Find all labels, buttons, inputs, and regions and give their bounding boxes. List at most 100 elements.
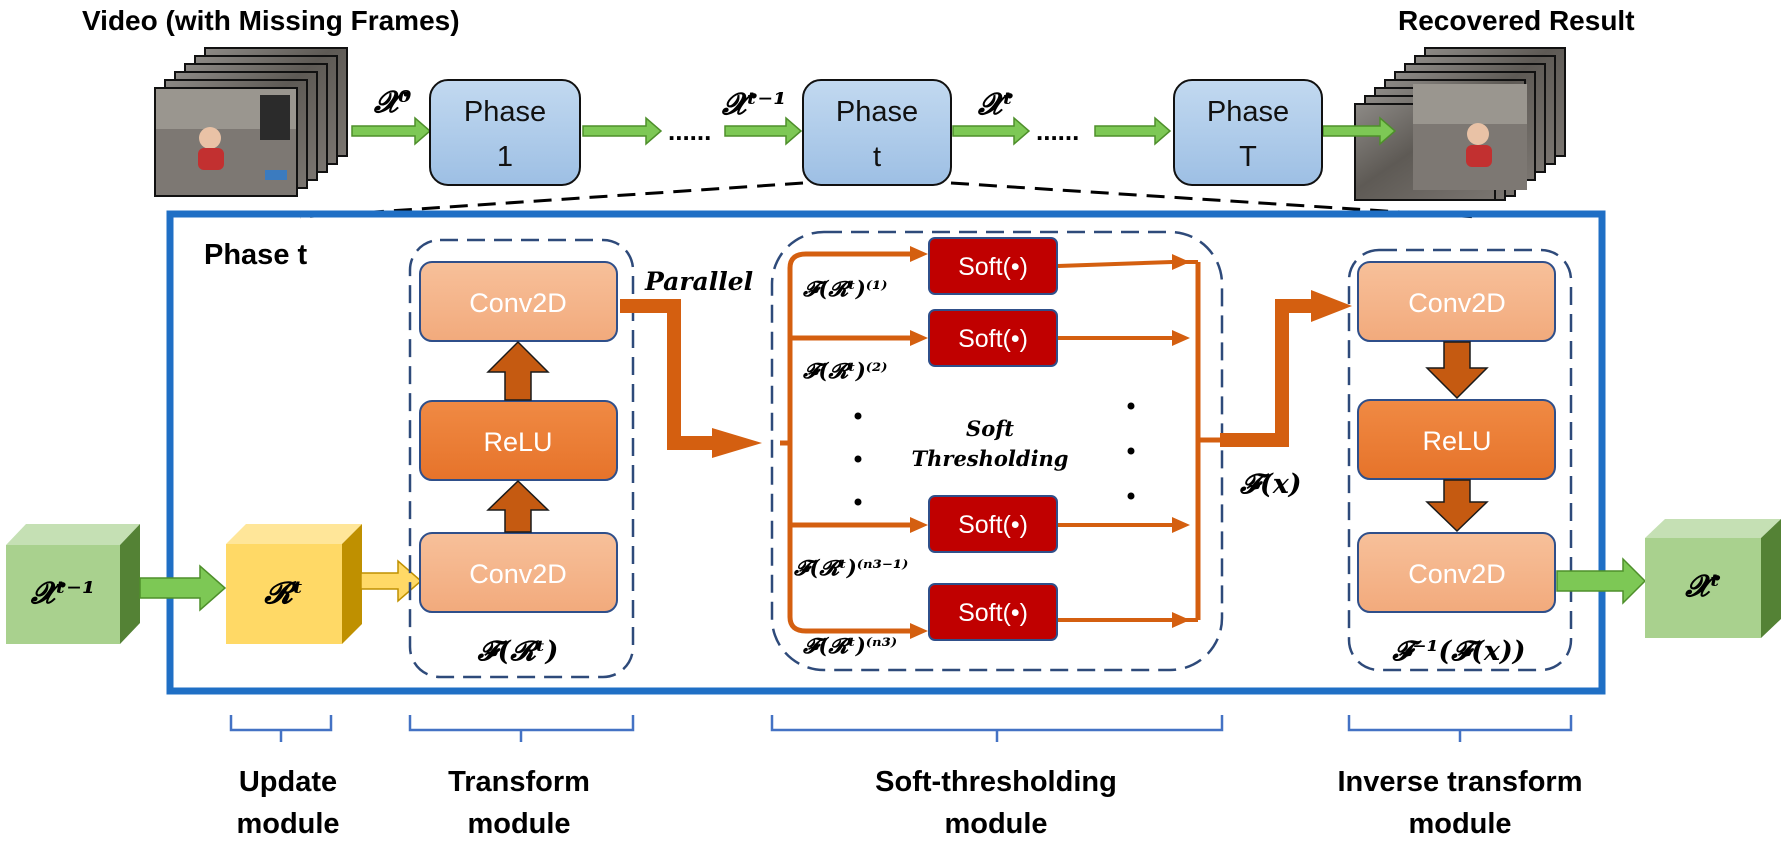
inverse-module-label-2: module: [1408, 808, 1511, 840]
svg-text:ReLU: ReLU: [1422, 426, 1491, 456]
soft-output-label: 𝓕(𝒙): [1239, 469, 1302, 500]
arrow-input-to-update: [139, 564, 227, 612]
top-arrows: [351, 116, 1397, 146]
svg-text:Phase: Phase: [464, 96, 546, 128]
arrow-down-relu-to-conv: [1425, 479, 1489, 533]
soft-to-inverse-head: [1311, 290, 1352, 322]
svg-text:Soft(•): Soft(•): [958, 253, 1028, 281]
parallel-label: Parallel: [644, 267, 753, 296]
soft-branch-arrowheads: [910, 246, 928, 639]
svg-text:t: t: [873, 141, 881, 173]
transform-module-label-2: module: [467, 808, 570, 840]
dots-after-phaset: ......: [1036, 116, 1079, 146]
soft-branch-lines: [780, 251, 1230, 634]
arrow-input-to-phase1: [351, 116, 432, 146]
output-frame-stack: [1354, 47, 1566, 201]
dots-after-phase1: ......: [668, 116, 711, 146]
output-cube: 𝓧ᵗ: [1645, 519, 1781, 638]
output-frame-image: [1413, 84, 1527, 190]
phase-t-frame: [166, 210, 1606, 695]
soft-module-frame: [770, 230, 1224, 672]
input-cube-label: 𝓧ᵗ⁻¹: [30, 576, 95, 611]
phase-1-box[interactable]: Phase 1: [429, 79, 581, 186]
update-module-label-2: module: [236, 808, 339, 840]
input-frame-stack: [154, 47, 348, 197]
soft-box-2[interactable]: Soft(•): [928, 309, 1058, 367]
svg-text:Soft(•): Soft(•): [958, 511, 1028, 539]
transform-module-label-1: Transform: [448, 766, 590, 798]
brace-inverse: [1347, 715, 1573, 742]
brace-soft: [770, 715, 1224, 742]
update-cube: 𝓡ᵗ: [226, 524, 362, 644]
soft-module-label-1: Soft-thresholding: [875, 766, 1117, 798]
parallel-path: [620, 299, 712, 450]
inverse-output-label: 𝓕⁻¹(𝓕(𝒙)): [1391, 636, 1525, 667]
svg-text:Phase: Phase: [1207, 96, 1289, 128]
inverse-conv-top[interactable]: Conv2D: [1357, 261, 1556, 342]
inverse-conv-bottom[interactable]: Conv2D: [1357, 532, 1556, 613]
arrow-update-to-conv: [360, 559, 423, 603]
transform-output-label: 𝓕(𝓡ᵗ): [477, 636, 559, 667]
soft-to-inverse-path: [1220, 299, 1315, 447]
soft-box-1[interactable]: Soft(•): [928, 237, 1058, 295]
parallel-path-head: [712, 428, 762, 458]
svg-text:Conv2D: Conv2D: [1408, 288, 1506, 318]
arrow-up-relu-to-conv: [486, 340, 550, 401]
svg-text:T: T: [1239, 141, 1257, 173]
inverse-module-label-1: Inverse transform: [1338, 766, 1583, 798]
transform-module-frame: [408, 238, 635, 679]
branch-label-n3: 𝓕(𝓡ᵗ)⁽ⁿ³⁾: [802, 633, 897, 658]
svg-text:Phase: Phase: [836, 96, 918, 128]
input-video-title: Video (with Missing Frames): [82, 5, 460, 36]
soft-out-arrowheads: [1172, 254, 1190, 628]
phase-T-box[interactable]: Phase T: [1173, 79, 1323, 186]
input-cube: 𝓧ᵗ⁻¹: [6, 524, 140, 644]
update-cube-label: 𝓡ᵗ: [263, 576, 303, 611]
svg-text:Conv2D: Conv2D: [469, 288, 567, 318]
phase-t-title: Phase t: [204, 239, 307, 271]
inverse-module-frame: [1347, 248, 1573, 672]
arrow-down-conv-to-relu: [1425, 341, 1489, 400]
branch-label-1: 𝓕(𝓡ᵗ)⁽¹⁾: [802, 276, 887, 301]
vertical-dots-left: [854, 412, 862, 506]
output-cube-label: 𝓧ᵗ: [1684, 569, 1720, 604]
arrow-phaset-out: [952, 116, 1031, 146]
arrow-to-phaseT: [1094, 116, 1172, 146]
svg-text:1: 1: [497, 141, 513, 173]
soft-box-n3[interactable]: Soft(•): [928, 583, 1058, 641]
svg-text:Conv2D: Conv2D: [1408, 559, 1506, 589]
vertical-dots-right: [1127, 402, 1135, 500]
brace-transform: [408, 715, 635, 742]
svg-text:Conv2D: Conv2D: [469, 559, 567, 589]
soft-module-label-2: module: [944, 808, 1047, 840]
recovered-result-title: Recovered Result: [1398, 5, 1635, 36]
arrow-to-phaset: [724, 116, 803, 146]
label-xt-top: 𝓧ᵗ: [977, 87, 1013, 122]
arrow-phase1-out: [582, 116, 663, 146]
brace-update: [229, 715, 333, 742]
soft-out-lines: [1057, 260, 1198, 622]
update-module-label-1: Update: [239, 766, 337, 798]
svg-text:Soft(•): Soft(•): [958, 325, 1028, 353]
svg-text:ReLU: ReLU: [483, 427, 552, 457]
branch-label-2: 𝓕(𝓡ᵗ)⁽²⁾: [802, 358, 887, 383]
soft-thresholding-center-line1: Soft: [966, 416, 1014, 441]
soft-thresholding-center-line2: Thresholding: [911, 446, 1068, 471]
arrow-to-output: [1322, 116, 1397, 146]
inverse-relu[interactable]: ReLU: [1357, 399, 1556, 480]
transform-conv-top[interactable]: Conv2D: [419, 261, 618, 342]
module-braces: [229, 715, 1573, 742]
label-x0: 𝓧⁰: [373, 85, 411, 120]
svg-text:Soft(•): Soft(•): [958, 599, 1028, 627]
arrow-to-output-cube: [1556, 557, 1647, 605]
branch-label-n3-minus-1: 𝓕(𝓡ᵗ)⁽ⁿ³⁻¹⁾: [793, 555, 908, 580]
phase-t-box[interactable]: Phase t: [802, 79, 952, 186]
input-frame-image: [156, 89, 296, 195]
soft-box-n3-minus-1[interactable]: Soft(•): [928, 495, 1058, 553]
transform-conv-bottom[interactable]: Conv2D: [419, 532, 618, 613]
label-xt-minus-1: 𝓧ᵗ⁻¹: [721, 87, 786, 122]
arrow-up-conv-to-relu: [486, 479, 550, 533]
transform-relu[interactable]: ReLU: [419, 400, 618, 481]
zoom-line-right: [950, 181, 1479, 219]
